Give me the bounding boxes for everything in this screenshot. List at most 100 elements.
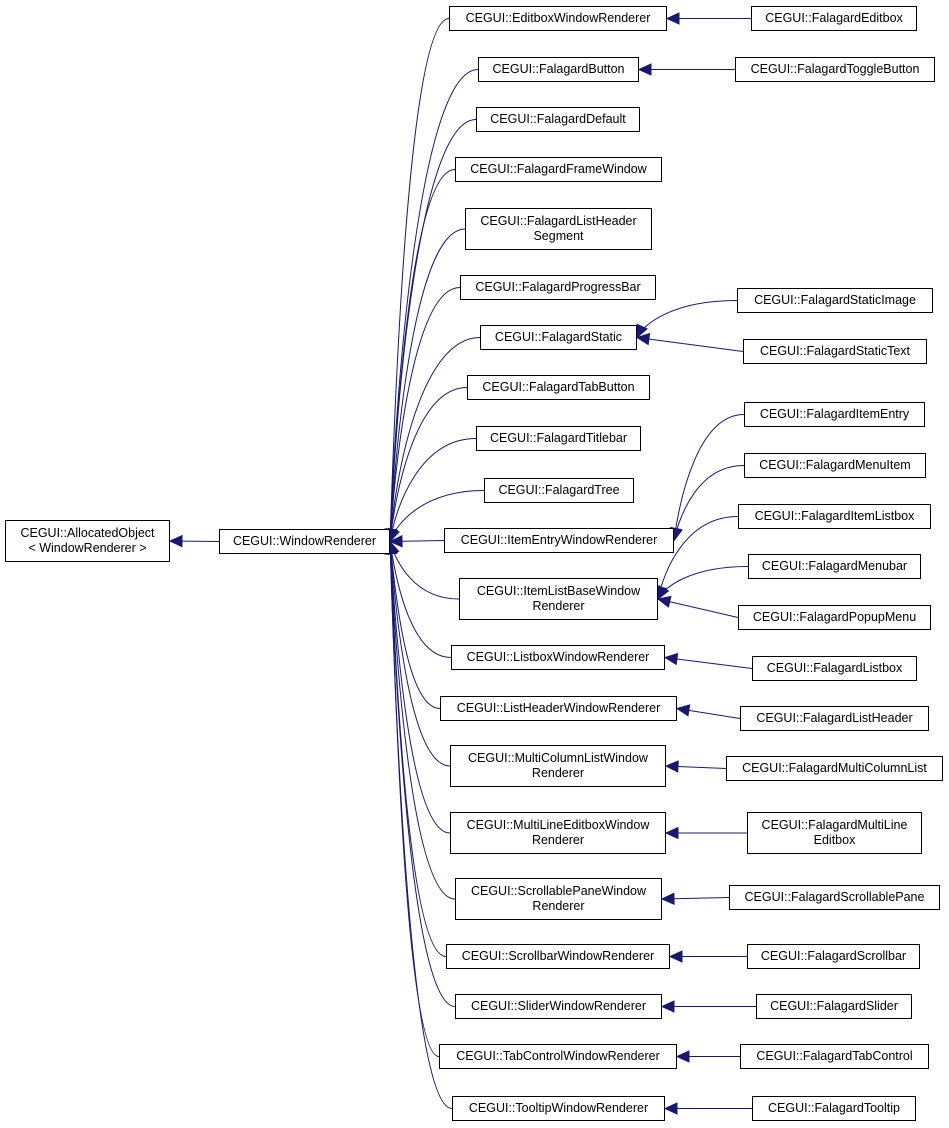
class-node-label: CEGUI::ListboxWindowRenderer: [466, 650, 650, 664]
class-node-label: CEGUI::FalagardListHeader: [756, 711, 913, 725]
class-node-falagard-item-listbox[interactable]: CEGUI::FalagardItemListbox: [738, 504, 931, 529]
edge-falagard-tab-button-to-window-renderer: [389, 387, 468, 542]
class-node-falagard-static-image[interactable]: CEGUI::FalagardStaticImage: [737, 288, 933, 313]
class-node-label: CEGUI::FalagardTooltip: [767, 1101, 900, 1115]
class-node-tab-control-wr[interactable]: CEGUI::TabControlWindowRenderer: [439, 1044, 677, 1069]
edge-falagard-static-text-to-falagard-static: [636, 337, 744, 352]
class-node-tooltip-wr[interactable]: CEGUI::TooltipWindowRenderer: [452, 1096, 665, 1121]
edge-falagard-tab-control-to-tab-control-wr-arrowhead: [675, 1050, 690, 1063]
class-node-window-renderer[interactable]: CEGUI::WindowRenderer: [219, 529, 390, 554]
class-node-label: CEGUI::ScrollbarWindowRenderer: [461, 949, 655, 963]
edge-falagard-menubar-to-item-list-base-wr: [657, 566, 749, 600]
edge-falagard-multi-line-editbox-to-multi-line-editbox-wr-arrowhead: [664, 826, 679, 840]
class-node-label: CEGUI::FalagardScrollablePane: [744, 890, 925, 904]
class-node-slider-wr[interactable]: CEGUI::SliderWindowRenderer: [455, 994, 662, 1019]
class-node-falagard-tooltip[interactable]: CEGUI::FalagardTooltip: [752, 1096, 916, 1121]
edge-multi-line-editbox-wr-to-window-renderer: [389, 541, 451, 834]
class-node-falagard-multi-column-list[interactable]: CEGUI::FalagardMultiColumnList: [726, 756, 943, 781]
edge-falagard-popup-menu-to-item-list-base-wr-arrowhead: [656, 595, 672, 608]
edge-slider-wr-to-window-renderer: [389, 541, 456, 1007]
edge-falagard-default-to-window-renderer: [389, 119, 477, 542]
class-node-label: CEGUI::FalagardTabControl: [756, 1049, 913, 1063]
class-node-label: CEGUI::FalagardSlider: [770, 999, 898, 1013]
class-node-falagard-button[interactable]: CEGUI::FalagardButton: [478, 57, 639, 82]
class-node-allocated[interactable]: CEGUI::AllocatedObject< WindowRenderer >: [5, 520, 170, 562]
edge-falagard-static-to-window-renderer: [389, 337, 481, 542]
class-node-label: CEGUI::FalagardScrollbar: [760, 949, 907, 963]
edge-falagard-item-entry-to-item-entry-wr: [673, 414, 745, 541]
class-node-label: CEGUI::FalagardStaticImage: [754, 293, 916, 307]
edge-item-entry-wr-to-window-renderer-arrowhead: [388, 534, 403, 548]
edge-falagard-slider-to-slider-wr-arrowhead: [660, 1000, 675, 1013]
class-node-falagard-menu-item[interactable]: CEGUI::FalagardMenuItem: [744, 453, 926, 478]
class-node-falagard-frame-window[interactable]: CEGUI::FalagardFrameWindow: [455, 157, 662, 182]
class-node-label: CEGUI::ScrollablePaneWindow: [470, 884, 647, 898]
class-node-falagard-scrollbar[interactable]: CEGUI::FalagardScrollbar: [747, 944, 920, 969]
class-node-falagard-default[interactable]: CEGUI::FalagardDefault: [476, 107, 640, 132]
edge-window-renderer-to-allocated-arrowhead: [168, 534, 183, 548]
class-node-label: CEGUI::FalagardMenuItem: [759, 458, 911, 472]
edge-falagard-titlebar-to-window-renderer: [389, 438, 477, 542]
class-node-falagard-tab-button[interactable]: CEGUI::FalagardTabButton: [467, 375, 650, 400]
class-node-label: CEGUI::FalagardToggleButton: [750, 62, 920, 76]
edge-editbox-wr-to-window-renderer: [389, 18, 450, 542]
class-node-label: CEGUI::FalagardTitlebar: [489, 431, 628, 445]
class-node-falagard-listbox[interactable]: CEGUI::FalagardListbox: [752, 656, 917, 681]
class-node-falagard-slider[interactable]: CEGUI::FalagardSlider: [756, 994, 912, 1019]
class-node-label: CEGUI::AllocatedObject: [20, 526, 155, 540]
class-node-falagard-item-entry[interactable]: CEGUI::FalagardItemEntry: [744, 402, 925, 427]
class-node-item-entry-wr[interactable]: CEGUI::ItemEntryWindowRenderer: [444, 528, 674, 553]
class-node-falagard-tree[interactable]: CEGUI::FalagardTree: [484, 478, 634, 503]
class-node-label: CEGUI::MultiColumnListWindow: [468, 751, 648, 765]
class-node-label: CEGUI::FalagardItemEntry: [759, 407, 910, 421]
class-node-list-header-wr[interactable]: CEGUI::ListHeaderWindowRenderer: [440, 696, 677, 721]
edge-falagard-static-text-to-falagard-static-arrowhead: [635, 332, 651, 346]
class-node-falagard-progress-bar[interactable]: CEGUI::FalagardProgressBar: [460, 275, 656, 300]
edge-falagard-menubar-to-item-list-base-wr-arrowhead: [657, 585, 670, 601]
class-node-falagard-menubar[interactable]: CEGUI::FalagardMenubar: [748, 554, 921, 579]
class-node-label: Renderer: [531, 833, 585, 847]
class-node-falagard-titlebar[interactable]: CEGUI::FalagardTitlebar: [476, 426, 641, 451]
class-node-falagard-static[interactable]: CEGUI::FalagardStatic: [480, 325, 637, 350]
class-node-label: CEGUI::FalagardPopupMenu: [752, 610, 917, 624]
class-node-listbox-wr[interactable]: CEGUI::ListboxWindowRenderer: [451, 645, 665, 670]
class-node-falagard-list-header[interactable]: CEGUI::FalagardListHeader: [740, 706, 929, 731]
class-node-label: CEGUI::FalagardButton: [492, 62, 625, 76]
class-node-label: CEGUI::FalagardFrameWindow: [470, 162, 647, 176]
edge-list-header-wr-to-window-renderer: [389, 541, 441, 709]
class-node-label: Renderer: [531, 766, 585, 780]
class-node-label: CEGUI::ListHeaderWindowRenderer: [456, 701, 661, 715]
class-node-falagard-editbox[interactable]: CEGUI::FalagardEditbox: [751, 6, 917, 31]
class-node-label: CEGUI::FalagardEditbox: [765, 11, 903, 25]
edge-falagard-static-image-to-falagard-static: [636, 300, 738, 338]
class-node-falagard-popup-menu[interactable]: CEGUI::FalagardPopupMenu: [738, 605, 931, 630]
edge-falagard-multi-column-list-to-multi-column-list-wr-arrowhead: [664, 760, 679, 773]
class-node-falagard-tab-control[interactable]: CEGUI::FalagardTabControl: [740, 1044, 929, 1069]
class-node-label: CEGUI::FalagardMultiColumnList: [742, 761, 927, 775]
class-node-scrollbar-wr[interactable]: CEGUI::ScrollbarWindowRenderer: [446, 944, 670, 969]
class-node-label: Segment: [533, 229, 584, 243]
edge-falagard-static-image-to-falagard-static-arrowhead: [636, 323, 648, 339]
class-node-editbox-wr[interactable]: CEGUI::EditboxWindowRenderer: [449, 6, 667, 31]
class-node-label: CEGUI::TooltipWindowRenderer: [468, 1101, 649, 1115]
edge-falagard-frame-window-to-window-renderer: [389, 169, 456, 542]
class-node-falagard-toggle-button[interactable]: CEGUI::FalagardToggleButton: [735, 57, 935, 82]
class-node-label: CEGUI::FalagardStatic: [494, 330, 623, 344]
class-node-label: < WindowRenderer >: [28, 541, 147, 555]
class-node-label: Renderer: [532, 899, 585, 913]
class-node-label: CEGUI::FalagardListbox: [766, 661, 903, 675]
class-node-falagard-scrollable-pane[interactable]: CEGUI::FalagardScrollablePane: [729, 885, 940, 910]
class-node-label: CEGUI::FalagardItemListbox: [754, 509, 915, 523]
edge-tooltip-wr-to-window-renderer: [389, 541, 453, 1109]
class-node-falagard-static-text[interactable]: CEGUI::FalagardStaticText: [743, 339, 927, 364]
class-node-label: CEGUI::EditboxWindowRenderer: [465, 11, 651, 25]
class-node-label: CEGUI::ItemListBaseWindow: [476, 584, 641, 598]
edge-falagard-scrollable-pane-to-scrollable-pane-wr-arrowhead: [660, 892, 675, 905]
